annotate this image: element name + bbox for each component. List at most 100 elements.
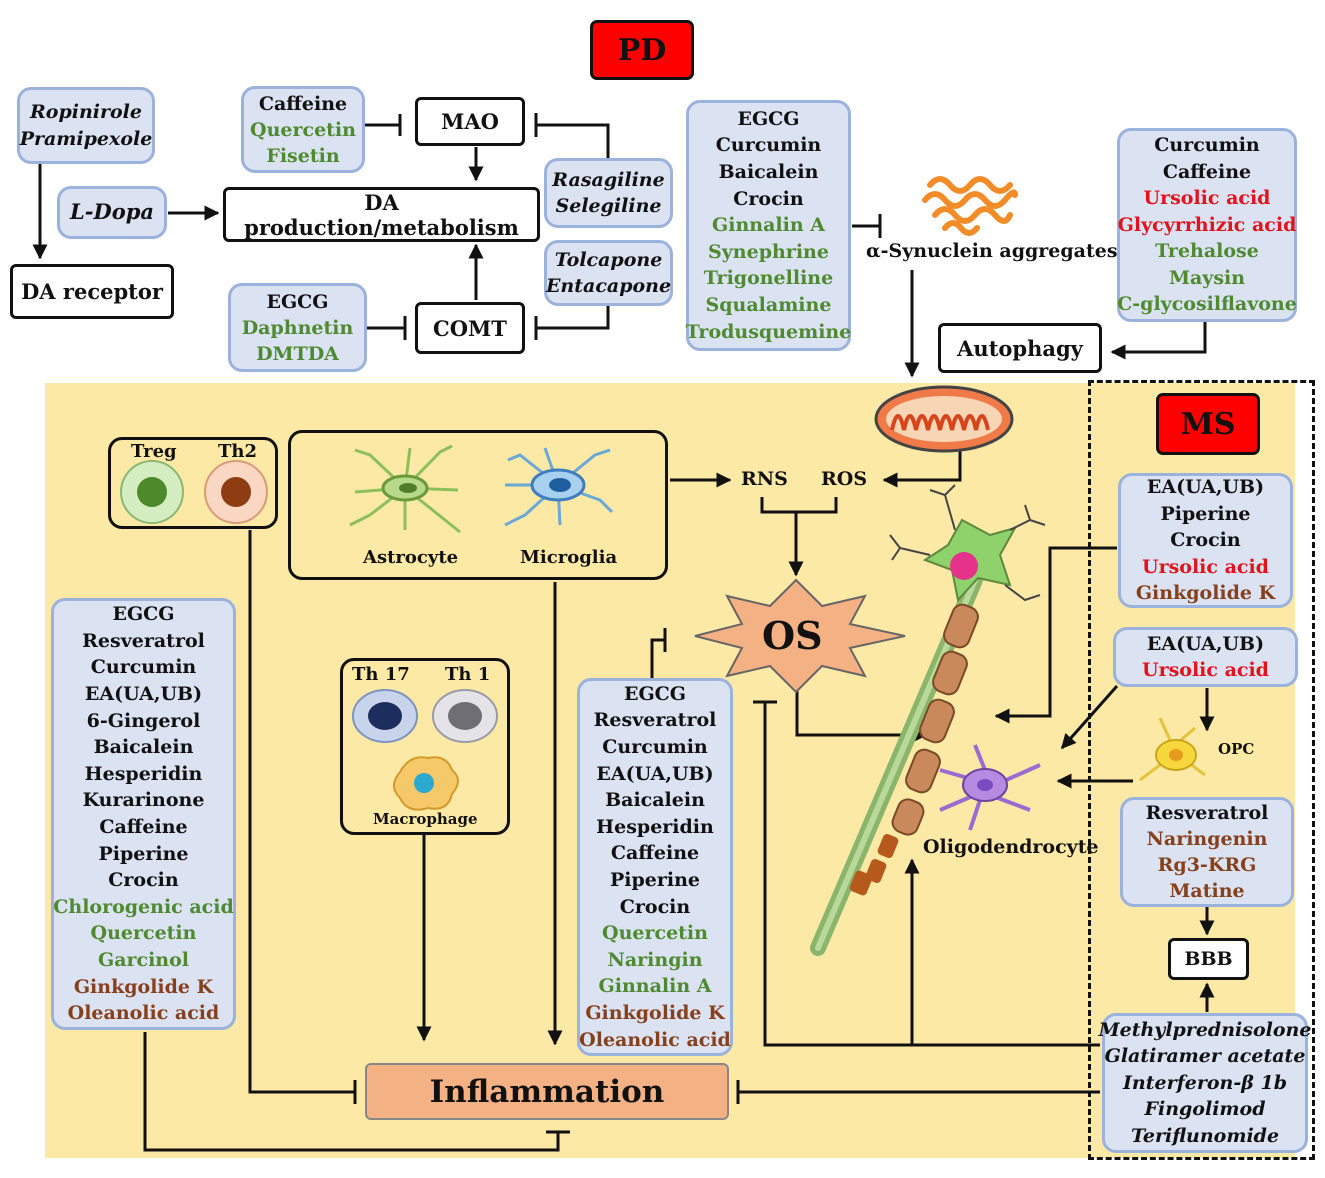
astrocyte-icon xyxy=(349,444,461,534)
list-item: Synephrine xyxy=(708,240,829,263)
arrow-ms-to-neuron xyxy=(994,546,1117,724)
rns-label: RNS xyxy=(741,468,788,490)
inhibit-drugs-mao xyxy=(534,113,610,160)
ms-badge: MS xyxy=(1156,393,1260,455)
list-item: Daphnetin xyxy=(241,316,354,339)
microglia-icon xyxy=(504,447,614,527)
list-item: EA(UA,UB) xyxy=(1146,476,1265,499)
list-item: Baicalein xyxy=(93,736,194,759)
oligodendrocyte-label: Oligodendrocyte xyxy=(923,836,1099,858)
list-item: EGCG xyxy=(737,107,800,130)
list-item: 6-Gingerol xyxy=(86,709,201,732)
comt-inhibitor-drug-list: Tolcapone Entacapone xyxy=(544,240,673,306)
list-item: Quercetin xyxy=(602,922,708,945)
treg-cell-icon xyxy=(120,460,184,524)
list-item: EA(UA,UB) xyxy=(1146,633,1265,655)
list-item: C-glycosilflavone xyxy=(1117,293,1297,316)
list-item: Naringenin xyxy=(1146,828,1268,850)
inhibit-drugs-inflammation xyxy=(736,1080,1100,1104)
inhibit-drugs-comt xyxy=(534,305,610,340)
list-item: Garcinol xyxy=(97,948,190,971)
mao-inhibitor-natural-list: Caffeine Quercetin Fisetin xyxy=(241,86,365,173)
list-item: Interferon-β 1b xyxy=(1123,1071,1287,1094)
list-item: Trodusquemine xyxy=(685,320,852,343)
th17-label: Th 17 xyxy=(352,664,410,685)
th17-cell-icon xyxy=(352,689,418,743)
list-item: Ursolic acid xyxy=(1142,555,1269,578)
th2-label: Th2 xyxy=(218,441,258,462)
list-item: Entacapone xyxy=(545,275,672,297)
synuclein-aggregate-icon xyxy=(922,176,1018,236)
ms-bbb-list: Resveratrol Naringenin Rg3-KRG Matine xyxy=(1120,797,1294,907)
list-item: Oleanolic acid xyxy=(67,1002,220,1025)
list-item: EGCG xyxy=(266,290,329,313)
list-item: Ginnalin A xyxy=(712,214,825,237)
th1-label: Th 1 xyxy=(445,664,491,685)
list-item: Teriflunomide xyxy=(1130,1124,1280,1147)
inhibit-natural-mao xyxy=(365,114,402,136)
list-item: Piperine xyxy=(609,869,700,891)
list-item: Caffeine xyxy=(1162,160,1252,183)
da-production-node: DA production/metabolism xyxy=(223,187,540,242)
list-item: Curcumin xyxy=(602,736,708,759)
inflammation-node: Inflammation xyxy=(365,1063,729,1120)
ms-opc-list: EA(UA,UB) Ursolic acid xyxy=(1113,627,1298,687)
th17-th1-macrophage-group xyxy=(340,658,510,835)
list-item: Ginkgolide K xyxy=(1135,582,1276,605)
list-item: Piperine xyxy=(98,842,189,865)
list-item: Curcumin xyxy=(90,656,197,679)
inhibit-synuclein xyxy=(852,214,882,238)
th2-cell-icon xyxy=(204,460,268,524)
list-item: Crocin xyxy=(108,869,179,892)
list-item: Tolcapone xyxy=(554,249,663,271)
list-item: Baicalein xyxy=(718,161,819,184)
glia-group xyxy=(288,430,668,580)
ros-label: ROS xyxy=(821,468,868,490)
comt-inhibitor-natural-list: EGCG Daphnetin DMTDA xyxy=(228,283,367,372)
arrow-ms-to-oligo xyxy=(1060,685,1119,750)
opc-label: OPC xyxy=(1218,740,1255,758)
list-item: EA(UA,UB) xyxy=(596,762,714,785)
list-item: Maysin xyxy=(1168,266,1246,289)
list-item: EGCG xyxy=(112,603,175,626)
list-item: Matine xyxy=(1169,880,1245,902)
inhibit-os xyxy=(650,628,667,680)
list-item: Rg3-KRG xyxy=(1157,854,1257,876)
autophagy-inducer-list: Curcumin Caffeine Ursolic acid Glycyrrhi… xyxy=(1117,128,1297,322)
list-item: Hesperidin xyxy=(84,762,203,785)
list-item: Baicalein xyxy=(605,789,705,812)
list-item: Curcumin xyxy=(715,134,822,157)
treg-th2-group xyxy=(108,437,278,529)
list-item: Fisetin xyxy=(266,144,340,167)
list-item: Quercetin xyxy=(90,922,197,945)
microglia-label: Microglia xyxy=(520,547,618,568)
list-item: Rasagiline xyxy=(552,169,665,191)
list-item: Fingolimod xyxy=(1144,1098,1266,1121)
mitochondrion-icon xyxy=(874,385,1014,453)
da-receptor-node: DA receptor xyxy=(10,264,174,319)
os-label: OS xyxy=(762,613,823,658)
list-item: Pramipexole xyxy=(19,127,153,150)
list-item: Crocin xyxy=(733,187,804,210)
list-item: Glycyrrhizic acid xyxy=(1117,213,1297,236)
mao-inhibitor-drug-list: Rasagiline Selegiline xyxy=(544,158,673,228)
th1-cell-icon xyxy=(432,689,498,743)
arrow-to-autophagy xyxy=(1110,318,1207,360)
list-item: DMTDA xyxy=(256,342,339,365)
os-inhibitor-list: EGCG Resveratrol Curcumin EA(UA,UB) Baic… xyxy=(577,678,733,1056)
macrophage-label: Macrophage xyxy=(373,810,478,828)
list-item: Selegiline xyxy=(555,195,662,217)
list-item: Caffeine xyxy=(258,92,348,115)
list-item: Trehalose xyxy=(1155,240,1259,263)
pd-badge: PD xyxy=(590,20,694,80)
inhibit-list-inflammation xyxy=(143,1032,570,1152)
list-item: Naringin xyxy=(607,948,703,971)
comt-node: COMT xyxy=(415,302,525,354)
autophagy-node: Autophagy xyxy=(938,323,1102,373)
list-item: Ginnalin A xyxy=(598,975,712,998)
arrow-os-to-neuron xyxy=(795,680,928,743)
list-item: Kurarinone xyxy=(82,789,205,812)
arrow-mito-to-ros xyxy=(882,450,962,488)
dopamine-agonist-list: Ropinirole Pramipexole xyxy=(17,87,155,164)
